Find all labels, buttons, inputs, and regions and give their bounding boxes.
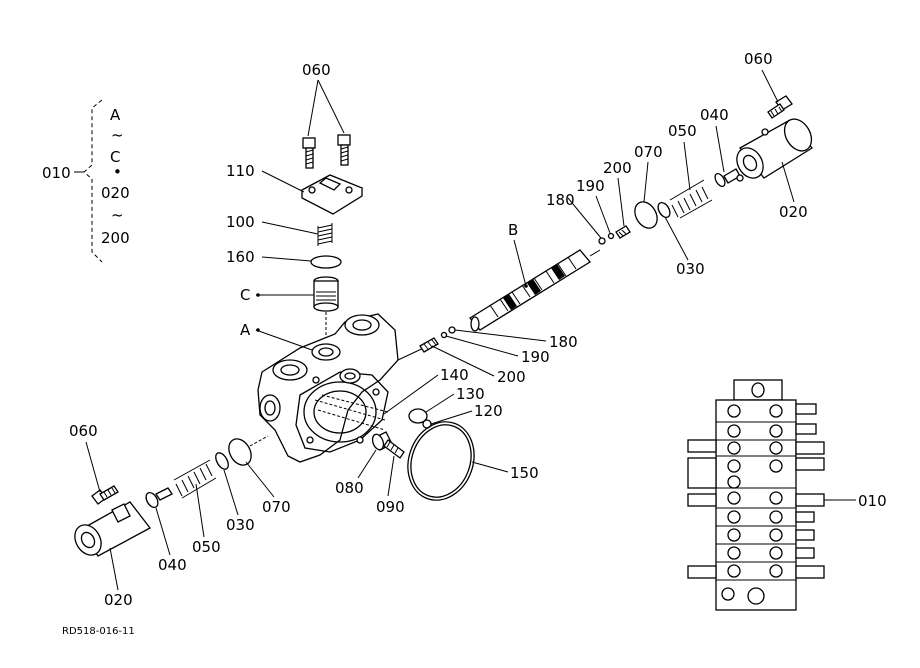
label-120: 120 [474, 402, 503, 420]
label-010-right: 010 [858, 492, 887, 510]
bolt-060-b [337, 134, 351, 166]
bracket-tilde-1: ~ [111, 126, 124, 144]
label-070-left: 070 [262, 498, 291, 516]
label-090: 090 [376, 498, 405, 516]
spring-050-right [669, 179, 713, 219]
bracket-group-010: 010 [42, 164, 71, 182]
label-150: 150 [510, 464, 539, 482]
label-140: 140 [440, 366, 469, 384]
label-050-left: 050 [192, 538, 221, 556]
bracket-code-020: 020 [101, 184, 130, 202]
label-050-top: 050 [668, 122, 697, 140]
cap-020-right [736, 118, 813, 182]
label-100: 100 [226, 213, 255, 231]
lower-center-parts: 140 130 120 150 080 090 [335, 366, 539, 516]
label-030-left: 030 [226, 516, 255, 534]
part-180-mid [448, 326, 456, 334]
bracket-label-c: C [110, 148, 120, 166]
valve-body-a: A [240, 313, 431, 463]
label-060-left: 060 [69, 422, 98, 440]
label-110: 110 [226, 162, 255, 180]
spool-b: B [469, 221, 601, 332]
label-180-top: 180 [546, 191, 575, 209]
bracket-dot: • [113, 163, 122, 181]
top-cover-assembly: 060 110 100 160 C [226, 61, 364, 350]
bolt-060-left [91, 485, 119, 505]
label-190-mid: 190 [521, 348, 550, 366]
bracket-label-a: A [110, 106, 121, 124]
spacer-040-left [145, 487, 173, 509]
label-020-left: 020 [104, 591, 133, 609]
label-180-mid: 180 [549, 333, 578, 351]
label-b: B [508, 221, 518, 239]
label-200-mid: 200 [497, 368, 526, 386]
part-190-mid [440, 331, 448, 339]
oring-150 [407, 421, 475, 501]
plug-c [313, 276, 339, 312]
oring-070-top [634, 201, 658, 229]
label-060-top: 060 [302, 61, 331, 79]
part-180-top [598, 237, 606, 245]
reference-code: RD518-016-11 [62, 626, 135, 637]
label-a: A [240, 321, 251, 339]
label-040-left: 040 [158, 556, 187, 574]
oring-160 [310, 255, 342, 269]
spring-seat-030-left [215, 452, 229, 470]
spool-end-parts-mid: 180 190 200 [419, 326, 578, 386]
label-c: C [240, 286, 250, 304]
spacer-040-right [714, 168, 741, 188]
oring-070-left [228, 438, 252, 466]
label-030-right: 030 [676, 260, 705, 278]
label-190-top: 190 [576, 177, 605, 195]
label-160: 160 [226, 248, 255, 266]
label-070-top: 070 [634, 143, 663, 161]
screw-090 [383, 439, 405, 459]
part-200-mid [419, 337, 439, 353]
assembly-overview: 010 [687, 379, 887, 611]
oring-130 [408, 408, 428, 424]
spring-050-left [173, 459, 217, 499]
spring-100 [317, 223, 333, 246]
label-200-top: 200 [603, 159, 632, 177]
bolt-060-a [302, 137, 316, 169]
bolt-060-right [767, 95, 793, 119]
label-020-right: 020 [779, 203, 808, 221]
part-200-top [615, 225, 631, 239]
spool-end-parts-top: 180 190 200 [546, 159, 632, 245]
label-040-top: 040 [700, 106, 729, 124]
label-060-right: 060 [744, 50, 773, 68]
actuator-left: 060 020 040 050 030 070 [69, 422, 291, 609]
label-080: 080 [335, 479, 364, 497]
part-190-top [607, 232, 615, 240]
actuator-right: 070 050 040 060 020 030 [634, 50, 813, 278]
spring-seat-030-right [657, 201, 671, 219]
group-bracket: A ~ C • 020 ~ 200 010 [42, 99, 130, 263]
cap-020-left [74, 501, 151, 557]
label-130: 130 [456, 385, 485, 403]
bracket-tilde-2: ~ [111, 206, 124, 224]
bracket-code-200: 200 [101, 229, 130, 247]
